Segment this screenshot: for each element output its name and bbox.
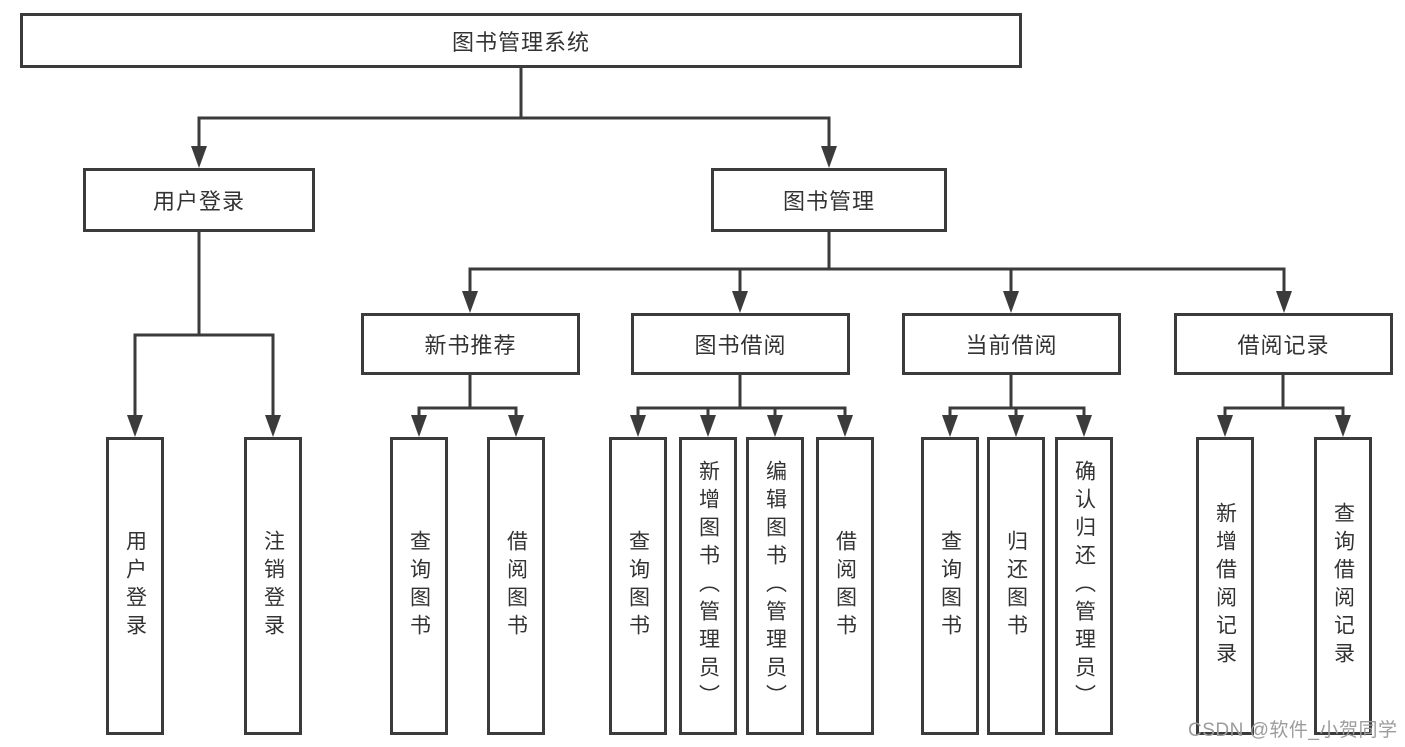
node-book-management: 图书管理	[711, 168, 947, 232]
leaf-query-borrow-record: 查询借阅记录	[1314, 437, 1372, 735]
leaf-add-borrow-record-label: 新增借阅记录	[1213, 502, 1237, 670]
leaf-query-borrow-record-label: 查询借阅记录	[1331, 502, 1355, 670]
node-user-login: 用户登录	[83, 168, 315, 232]
csdn-watermark: CSDN @软件_小贺同学	[1188, 720, 1398, 741]
node-user-login-label: 用户登录	[152, 189, 245, 214]
leaf-query-books-recommend: 查询图书	[390, 437, 448, 735]
node-current-borrowing: 当前借阅	[902, 313, 1121, 375]
leaf-edit-book-admin-label: 编辑图书（管理员）	[763, 460, 787, 712]
node-new-book-recommend: 新书推荐	[361, 313, 580, 375]
leaf-borrow-books-borrowing-label: 借阅图书	[833, 530, 857, 642]
leaf-logout-label: 注销登录	[261, 530, 285, 642]
node-borrowing-records: 借阅记录	[1174, 313, 1393, 375]
leaf-query-books-borrowing: 查询图书	[609, 437, 667, 735]
leaf-return-book: 归还图书	[987, 437, 1045, 735]
node-new-book-recommend-label: 新书推荐	[424, 333, 517, 358]
node-current-borrowing-label: 当前借阅	[965, 333, 1058, 358]
leaf-add-book-admin: 新增图书（管理员）	[679, 437, 737, 735]
leaf-query-books-borrowing-label: 查询图书	[626, 530, 650, 642]
leaf-borrow-books-recommend: 借阅图书	[487, 437, 545, 735]
leaf-add-book-admin-label: 新增图书（管理员）	[696, 460, 720, 712]
leaf-logout: 注销登录	[244, 437, 302, 735]
connector-paths	[133, 66, 1345, 419]
leaf-confirm-return-admin: 确认归还（管理员）	[1055, 437, 1113, 735]
leaf-query-books-current-label: 查询图书	[938, 530, 962, 642]
node-book-borrowing: 图书借阅	[631, 313, 850, 375]
arrowheads	[127, 146, 1351, 437]
node-book-borrowing-label: 图书借阅	[694, 333, 787, 358]
leaf-user-login: 用户登录	[106, 437, 164, 735]
leaf-borrow-books-recommend-label: 借阅图书	[504, 530, 528, 642]
node-book-management-label: 图书管理	[782, 189, 875, 214]
node-borrowing-records-label: 借阅记录	[1237, 333, 1330, 358]
leaf-query-books-current: 查询图书	[921, 437, 979, 735]
leaf-edit-book-admin: 编辑图书（管理员）	[746, 437, 804, 735]
leaf-borrow-books-borrowing: 借阅图书	[816, 437, 874, 735]
leaf-query-books-recommend-label: 查询图书	[407, 530, 431, 642]
node-root: 图书管理系统	[20, 13, 1022, 68]
node-root-label: 图书管理系统	[451, 29, 590, 55]
leaf-user-login-label: 用户登录	[123, 530, 147, 642]
leaf-add-borrow-record: 新增借阅记录	[1196, 437, 1254, 735]
leaf-confirm-return-admin-label: 确认归还（管理员）	[1072, 460, 1096, 712]
leaf-return-book-label: 归还图书	[1004, 530, 1028, 642]
